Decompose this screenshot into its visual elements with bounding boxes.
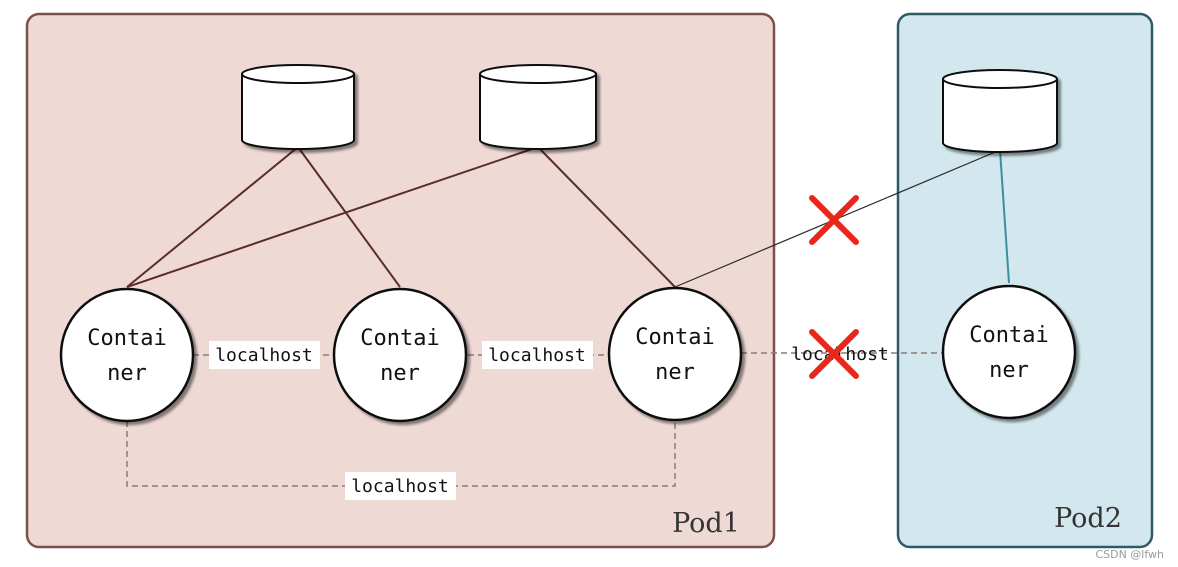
container-2-label-line2: ner xyxy=(380,361,420,386)
container-1: Contai ner xyxy=(59,287,195,423)
volume-links xyxy=(126,146,676,288)
localhost-label-2-3: localhost xyxy=(482,341,593,369)
localhost-text-1-2: localhost xyxy=(215,345,313,366)
container-2-label-line1: Contai xyxy=(360,326,439,351)
volume2-container1-line xyxy=(126,146,539,288)
pod1-box xyxy=(25,12,776,549)
x-mark-volume-link xyxy=(809,195,859,245)
localhost-text-1-3: localhost xyxy=(351,476,449,497)
volume3-container4-line xyxy=(999,149,1010,284)
container-4: Contai ner xyxy=(941,284,1077,420)
volume-3 xyxy=(942,69,1058,153)
localhost-label-1-2: localhost xyxy=(209,341,320,369)
container-3: Contai ner xyxy=(607,286,743,422)
localhost-text-2-3: localhost xyxy=(488,345,586,366)
volume1-container1-line xyxy=(126,146,299,288)
localhost-text-cross-pod: localhost xyxy=(791,344,889,365)
container-4-label-line2: ner xyxy=(989,358,1029,383)
volume1-container2-line xyxy=(297,146,401,288)
pod2-label: Pod2 xyxy=(1054,503,1122,534)
container-1-label-line1: Contai xyxy=(87,326,166,351)
watermark: CSDN @lfwh xyxy=(1095,548,1164,561)
volume2-container3-line xyxy=(537,146,676,288)
volume-2 xyxy=(479,64,597,150)
container-4-label-line1: Contai xyxy=(969,323,1048,348)
x-mark-localhost-link xyxy=(809,329,859,379)
container-2: Contai ner xyxy=(332,287,468,423)
container-3-label-line2: ner xyxy=(655,360,695,385)
localhost-label-1-3: localhost xyxy=(345,472,456,500)
pod1-label: Pod1 xyxy=(672,508,740,539)
dash-1-3 xyxy=(126,421,676,487)
container-1-label-line2: ner xyxy=(107,361,147,386)
volume-1 xyxy=(241,64,355,150)
localhost-label-cross-pod: localhost xyxy=(791,344,889,365)
container-3-label-line1: Contai xyxy=(635,325,714,350)
